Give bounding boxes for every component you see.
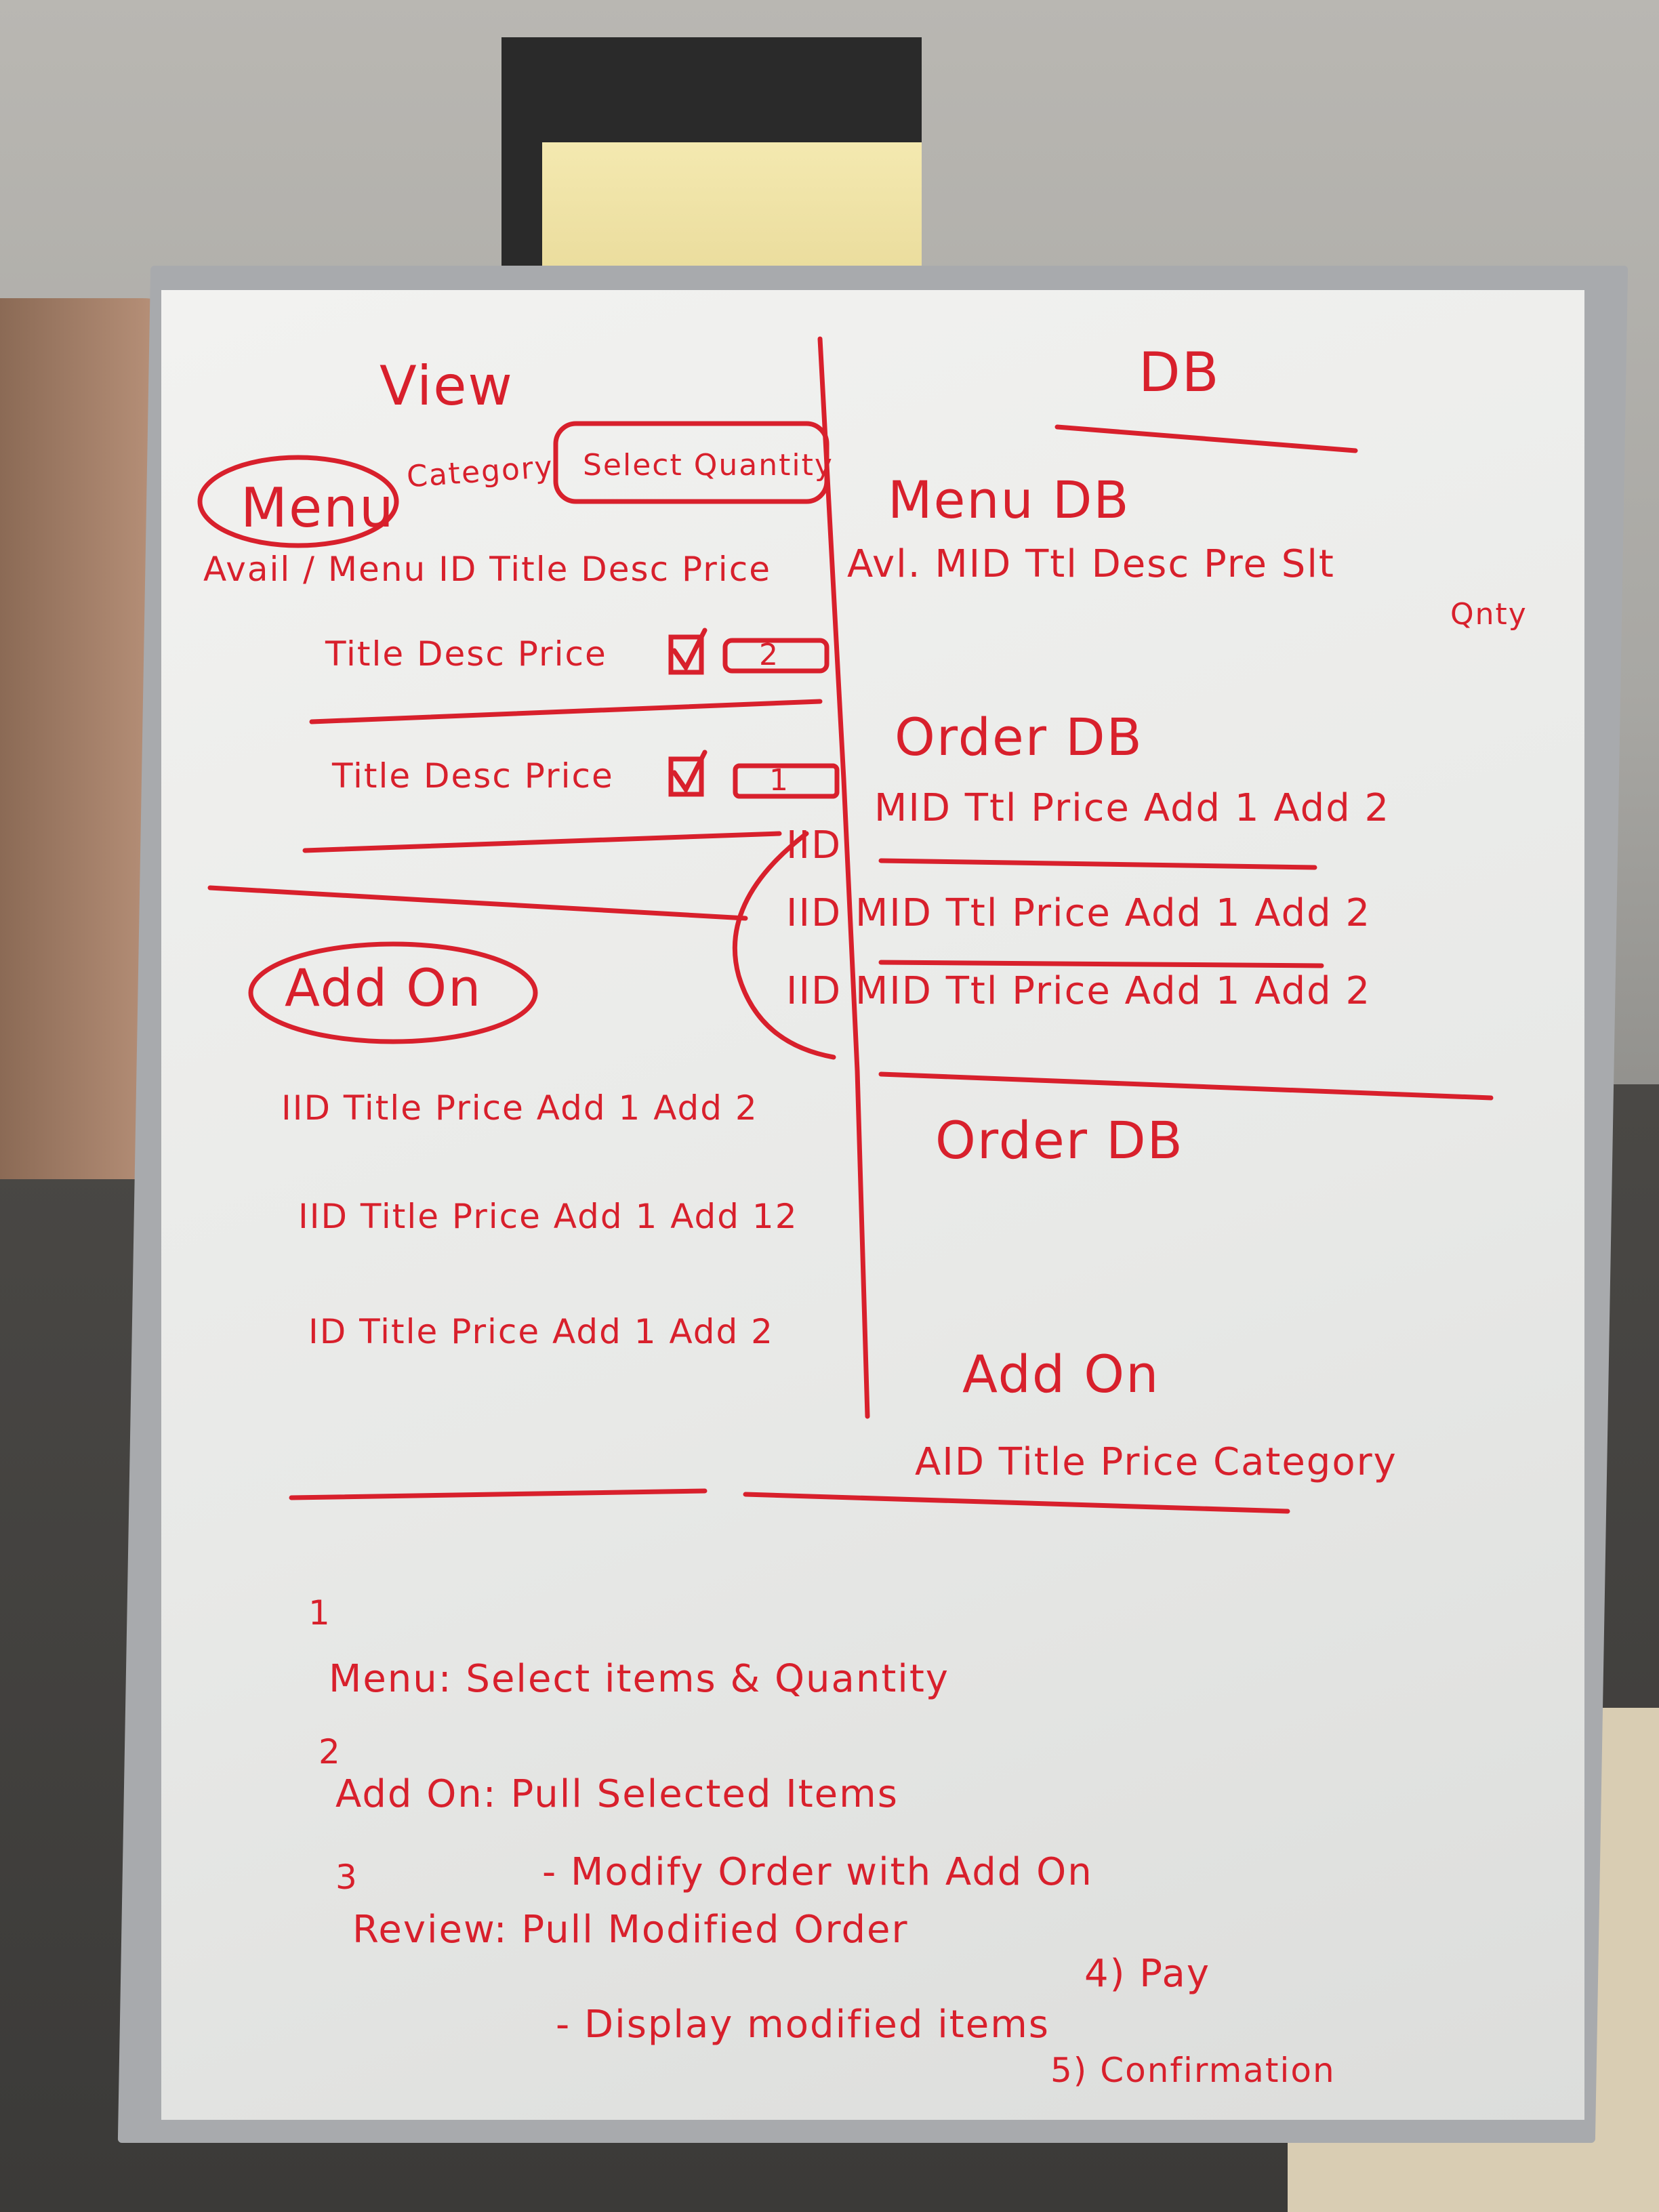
view-menu-row-2-qty: 1 bbox=[769, 763, 790, 798]
step-1-number: 1 bbox=[308, 1593, 331, 1633]
menu-db-title: Menu DB bbox=[888, 470, 1130, 530]
step-2-text: Add On: Pull Selected Items bbox=[335, 1772, 899, 1816]
order-db-1-row-1: IID MID Ttl Price Add 1 Add 2 bbox=[786, 891, 1372, 935]
whiteboard bbox=[161, 290, 1584, 2120]
row1-checkbox bbox=[668, 634, 704, 675]
step-3-text: Review: Pull Modified Order bbox=[352, 1908, 909, 1952]
view-row-separator-2 bbox=[302, 831, 782, 853]
step-5-text: 5) Confirmation bbox=[1050, 2051, 1336, 2090]
select-quantity-note: Select Quantity bbox=[583, 448, 834, 483]
menu-label: Menu bbox=[241, 476, 395, 539]
view-addon-row-3: ID Title Price Add 1 Add 2 bbox=[308, 1312, 774, 1351]
order-db-1-title: Order DB bbox=[895, 707, 1143, 767]
order-row-line-2 bbox=[878, 960, 1324, 968]
view-heading: View bbox=[380, 354, 514, 417]
db-underline bbox=[1054, 424, 1358, 453]
view-addon-row-2: IID Title Price Add 1 Add 12 bbox=[298, 1197, 798, 1236]
addon-db-fields: AID Title Price Category bbox=[915, 1440, 1397, 1484]
order-db-1-iid-label: IID bbox=[786, 823, 842, 867]
row2-check-mark bbox=[672, 750, 708, 794]
order-db-1-row-2: IID MID Ttl Price Add 1 Add 2 bbox=[786, 969, 1372, 1013]
add-on-circle bbox=[248, 941, 538, 1044]
view-addon-row-1: IID Title Price Add 1 Add 2 bbox=[281, 1088, 758, 1128]
row2-qty-box bbox=[733, 763, 840, 799]
view-addon-label: Add On bbox=[285, 958, 483, 1018]
step-3-number: 3 bbox=[335, 1858, 359, 1897]
view-menu-row-2: Title Desc Price bbox=[332, 756, 614, 796]
menu-db-fields-extra: Qnty bbox=[1450, 597, 1528, 632]
addon-db-title: Add On bbox=[962, 1344, 1160, 1404]
row1-check-mark bbox=[672, 628, 708, 672]
menu-db-fields: Avl. MID Ttl Desc Pre Slt bbox=[847, 542, 1335, 586]
step-4-text: 4) Pay bbox=[1084, 1952, 1210, 1996]
menu-circle bbox=[197, 455, 399, 548]
step-2-subtext: - Modify Order with Add On bbox=[542, 1850, 1093, 1894]
view-menu-header-row: Avail / Menu ID Title Desc Price bbox=[203, 550, 771, 589]
order-bracket bbox=[732, 831, 836, 1060]
view-row-separator-1 bbox=[309, 699, 823, 724]
row1-qty-box bbox=[722, 638, 830, 674]
vertical-divider-line bbox=[817, 336, 870, 1419]
view-menu-row-1-qty: 2 bbox=[759, 638, 779, 672]
select-quantity-box bbox=[553, 421, 830, 504]
view-addon-separator bbox=[207, 885, 748, 921]
view-menu-row-1: Title Desc Price bbox=[325, 634, 607, 674]
order-row-line-1 bbox=[878, 858, 1317, 870]
step-3-subtext: - Display modified items bbox=[556, 2003, 1050, 2047]
step-1-text: Menu: Select items & Quantity bbox=[329, 1657, 949, 1701]
step-2-number: 2 bbox=[319, 1732, 342, 1771]
db-heading: DB bbox=[1139, 341, 1221, 404]
row2-checkbox bbox=[668, 756, 704, 797]
order-db-2-title: Order DB bbox=[935, 1110, 1184, 1170]
db-section-separator bbox=[878, 1071, 1494, 1101]
board-bottom-separator bbox=[289, 1488, 1290, 1514]
order-db-1-fields: MID Ttl Price Add 1 Add 2 bbox=[874, 786, 1391, 830]
